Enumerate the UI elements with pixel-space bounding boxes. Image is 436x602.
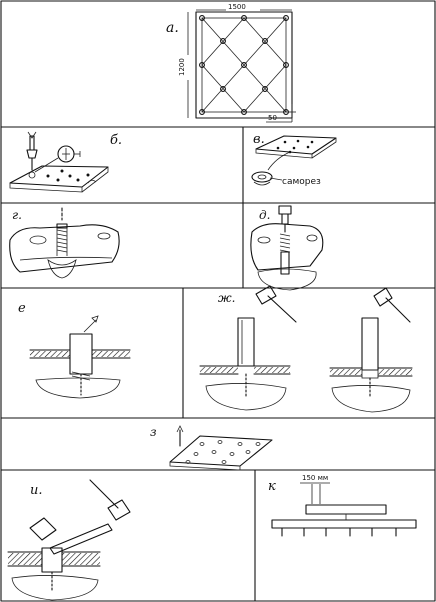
screw-note: саморез — [282, 177, 321, 187]
dim-corner: 50 — [268, 114, 277, 122]
panel-a-label: а. — [166, 20, 179, 36]
panel-e: е — [18, 301, 131, 399]
sheet-outline — [195, 11, 293, 119]
hole-points — [46, 169, 90, 182]
screw-washer-icon — [251, 171, 273, 186]
wood-block-i — [29, 517, 57, 541]
wood-block — [9, 224, 120, 273]
sheet-isometric — [9, 165, 109, 188]
panel-g-label: г. — [12, 208, 22, 222]
panel-b: б. — [9, 131, 122, 193]
screw-icon — [56, 223, 68, 256]
lever — [49, 523, 113, 555]
drill-icon — [26, 131, 38, 171]
wood-block-d — [250, 223, 324, 271]
panel-i: и. — [7, 479, 131, 601]
panel-d: д. — [250, 205, 324, 291]
panel-zh-label: ж. — [218, 291, 235, 305]
panel-v: в. саморез — [251, 132, 337, 187]
panel-z: з — [150, 425, 273, 471]
concrete-base — [35, 377, 121, 399]
panel-i-label: и. — [30, 483, 43, 498]
dim-height: 1200 — [178, 58, 186, 76]
strip-base — [271, 519, 417, 529]
screw-icon-d — [279, 233, 291, 275]
nail-row — [281, 527, 397, 537]
panel-e-label: е — [18, 301, 26, 316]
panel-b-label: б. — [110, 133, 122, 148]
dowel-zh-2 — [361, 317, 379, 371]
panel-v-label: в. — [253, 132, 265, 147]
dim-width: 1500 — [228, 3, 246, 11]
screwdriver-icon — [278, 205, 292, 233]
panel-k: к 150 мм — [268, 474, 417, 537]
strip-top — [305, 504, 387, 515]
panel-z-label: з — [150, 425, 157, 439]
dowel-points — [185, 440, 261, 464]
panel-a: а. 1500 1200 50 — [166, 3, 296, 123]
dowel — [69, 333, 93, 375]
panel-zh: ж. — [199, 285, 413, 413]
hammer-icon — [255, 285, 297, 323]
sheet-isometric-v — [255, 135, 337, 155]
magnifier-icon — [28, 145, 81, 179]
dowel-zh-1 — [237, 317, 255, 367]
panel-k-label: к — [268, 479, 276, 494]
dim-offset: 150 мм — [302, 474, 328, 482]
hammer-icon-i — [89, 479, 131, 521]
sheet-isometric-z — [169, 435, 273, 467]
screw-points — [199, 15, 289, 115]
panel-d-label: д. — [259, 208, 270, 222]
panel-g: г. — [9, 207, 120, 279]
hammer-icon-2 — [373, 287, 411, 323]
